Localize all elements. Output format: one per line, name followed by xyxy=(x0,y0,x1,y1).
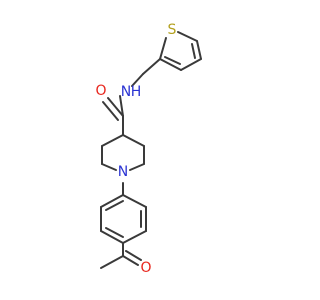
bond-ar-inner-2 xyxy=(105,227,124,238)
bond-c5-c4 xyxy=(196,40,202,60)
bond-c5-c4-inner xyxy=(191,43,196,59)
amide-linker xyxy=(102,58,161,136)
bond-acetyl-o xyxy=(122,255,139,266)
atom-hydrogen-amide: H xyxy=(131,84,142,100)
bond-ar-c1-c2 xyxy=(122,194,147,208)
acetylphenyl-group xyxy=(100,182,147,269)
bond-n-carbonyl xyxy=(119,95,124,117)
bond-pip-c2-n xyxy=(129,163,145,171)
bond-acetyl-methyl xyxy=(100,255,124,269)
atom-oxygen-ketone: O xyxy=(140,260,151,276)
bond-c3-c2-inner xyxy=(164,56,181,65)
bond-acetyl-o-double xyxy=(125,250,142,261)
bond-s-c5 xyxy=(177,31,198,42)
bond-pip-c5-c4 xyxy=(101,134,124,147)
bond-carbonyl-o-double xyxy=(102,101,119,121)
bond-ar-inner-3 xyxy=(105,200,124,211)
atom-oxygen-amide: O xyxy=(95,83,106,99)
bond-pip-n-c6 xyxy=(101,163,117,171)
bond-ar-c6-c1 xyxy=(100,194,124,208)
bond-ar-c4-c5 xyxy=(100,230,124,244)
bond-c2-s xyxy=(159,37,167,60)
piperidine-ring xyxy=(101,134,145,171)
bond-c3-c2 xyxy=(159,58,182,71)
bond-ar-c3-c4 xyxy=(122,230,147,244)
bond-c2-ch2 xyxy=(142,58,161,75)
thiophene-ring xyxy=(159,31,202,71)
molecule-structure: S N H O N O xyxy=(95,22,202,276)
bond-ch2-n xyxy=(131,73,144,87)
atom-nitrogen-piperidine: N xyxy=(118,164,128,180)
atom-sulfur: S xyxy=(168,22,177,38)
bond-carbonyl-o xyxy=(107,97,124,117)
bond-pip-c4-c3 xyxy=(122,134,145,147)
bond-c4-c3 xyxy=(180,58,202,71)
atom-nitrogen-amide: N xyxy=(121,84,131,100)
